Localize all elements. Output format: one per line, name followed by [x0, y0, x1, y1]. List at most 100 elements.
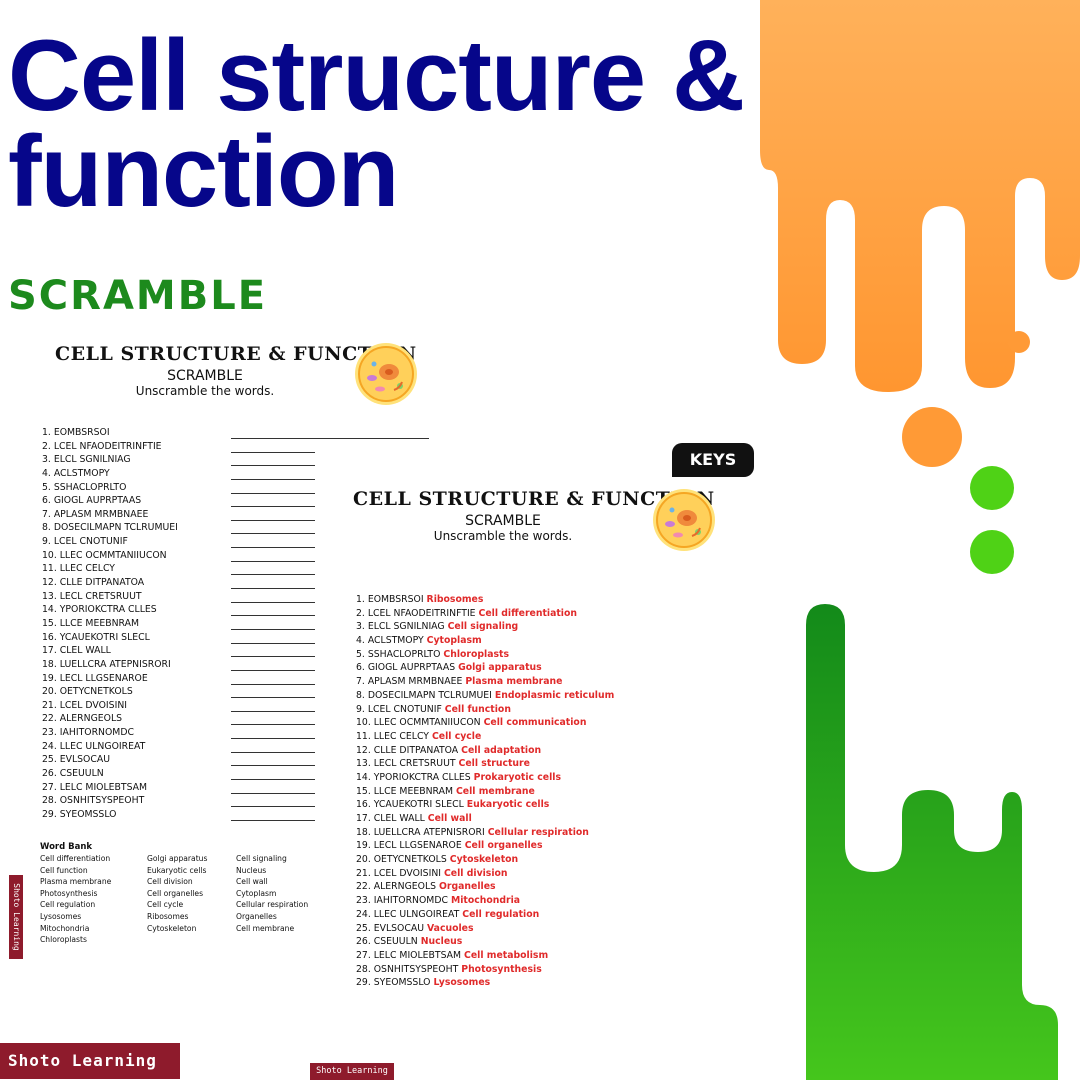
- answer-key-item: 20. OETYCNETKOLS Cytoskeleton: [356, 853, 614, 867]
- answer-blank-line: [231, 588, 315, 590]
- scrambled-word: 24. LLEC ULNGOIREAT: [356, 908, 460, 920]
- worksheet-item: 4. ACLSTMOPY: [42, 467, 315, 481]
- answer-key-item: 27. LELC MIOLEBTSAM Cell metabolism: [356, 949, 614, 963]
- scrambled-word: 24. LLEC ULNGOIREAT: [42, 740, 146, 752]
- scrambled-word: 3. ELCL SGNILNIAG: [356, 621, 445, 633]
- scrambled-word: 2. LCEL NFAODEITRINFTIE: [356, 607, 476, 619]
- scrambled-word: 17. CLEL WALL: [356, 813, 425, 824]
- worksheet-item: 20. OETYCNETKOLS: [42, 685, 315, 699]
- scrambled-word: 23. IAHITORNOMDC: [42, 727, 134, 739]
- answer-key-item: 16. YCAUEKOTRI SLECL Eukaryotic cells: [356, 798, 614, 812]
- answer-key-item: 29. SYEOMSSLO Lysosomes: [356, 976, 614, 990]
- brand-label-large: Shoto Learning: [0, 1043, 180, 1079]
- answer-key-item: 13. LECL CRETSRUUT Cell structure: [356, 757, 614, 771]
- worksheet-item: 7. APLASM MRMBNAEE: [42, 508, 315, 522]
- cell-illustration-icon: [355, 343, 417, 405]
- answer-key-item: 24. LLEC ULNGOIREAT Cell regulation: [356, 908, 614, 922]
- answer-blank-line: [231, 478, 315, 480]
- brand-vertical-text: Shoto Learning: [12, 883, 21, 951]
- worksheet-item: 13. LECL CRETSRUUT: [42, 590, 315, 604]
- answer-key-item: 4. ACLSTMOPY Cytoplasm: [356, 634, 614, 648]
- scrambled-word: 1. EOMBSRSOI: [42, 427, 110, 438]
- answer-text: Cell regulation: [462, 908, 540, 920]
- scrambled-word: 16. YCAUEKOTRI SLECL: [42, 631, 150, 643]
- worksheet-header: CELL STRUCTURE & FUNCTION SCRAMBLE Unscr…: [55, 343, 417, 398]
- scrambled-word: 29. SYEOMSSLO: [42, 808, 117, 820]
- scrambled-word: 5. SSHACLOPRLTO: [42, 481, 127, 493]
- scrambled-word: 18. LUELLCRA ATEPNISRORI: [42, 658, 171, 670]
- word-bank-item: Cell wall: [236, 877, 268, 887]
- answer-text: Cell organelles: [464, 840, 543, 852]
- answer-text: Cell function: [444, 703, 511, 715]
- answer-text: Nucleus: [420, 936, 463, 948]
- page-title: Cell structure & function: [8, 20, 745, 228]
- worksheet-item: 26. CSEUULN: [42, 767, 315, 781]
- scrambled-word: 26. CSEUULN: [42, 768, 104, 780]
- answer-blank-line: [231, 683, 315, 685]
- answer-text: Ribosomes: [426, 594, 484, 605]
- answer-key-item: 6. GIOGL AUPRPTAAS Golgi apparatus: [356, 661, 614, 675]
- scrambled-word: 21. LCEL DVOISINI: [356, 867, 442, 879]
- scrambled-word: 9. LCEL CNOTUNIF: [42, 536, 128, 548]
- worksheet-item: 8. DOSECILMAPN TCLRUMUEI: [42, 521, 315, 535]
- scrambled-word: 8. DOSECILMAPN TCLRUMUEI: [42, 522, 178, 534]
- scrambled-word: 16. YCAUEKOTRI SLECL: [356, 799, 464, 811]
- scrambled-word: 2. LCEL NFAODEITRINFTIE: [42, 440, 162, 452]
- worksheet-item: 28. OSNHITSYSPEOHT: [42, 794, 315, 808]
- brand-label-small: Shoto Learning: [310, 1063, 394, 1080]
- scrambled-word: 7. APLASM MRMBNAEE: [42, 508, 149, 520]
- brand-label-vertical: Shoto Learning: [9, 875, 23, 959]
- scrambled-word: 4. ACLSTMOPY: [42, 467, 110, 479]
- worksheet-item: 29. SYEOMSSLO: [42, 808, 315, 822]
- word-bank-item: Golgi apparatus: [147, 854, 208, 863]
- answer-blank-line: [231, 560, 315, 562]
- answer-key-item: 18. LUELLCRA ATEPNISRORI Cellular respir…: [356, 826, 614, 840]
- answer-blank-line: [231, 710, 315, 712]
- worksheet-item: 19. LECL LLGSENAROE: [42, 672, 315, 686]
- word-bank-item: Plasma membrane: [40, 877, 112, 887]
- answer-blank-line: [231, 519, 315, 521]
- keys-badge: KEYS: [672, 443, 754, 477]
- worksheet-item: 1. EOMBSRSOI: [42, 426, 429, 440]
- scrambled-word: 22. ALERNGEOLS: [356, 881, 437, 893]
- scrambled-word: 13. LECL CRETSRUUT: [356, 758, 456, 770]
- answer-text: Cell wall: [427, 813, 472, 824]
- answer-text: Endoplasmic reticulum: [494, 689, 615, 701]
- answer-key-item: 23. IAHITORNOMDC Mitochondria: [356, 894, 614, 908]
- scrambled-word: 6. GIOGL AUPRPTAAS: [356, 662, 456, 674]
- worksheet-item: 11. LLEC CELCY: [42, 562, 315, 576]
- scrambled-word: 10. LLEC OCMMTANIIUCON: [42, 549, 167, 561]
- answer-blank-line: [231, 465, 315, 467]
- answer-blank-line: [231, 751, 315, 753]
- answer-text: Cytoplasm: [426, 635, 482, 647]
- answer-blank-line: [231, 451, 315, 453]
- answer-key-item: 21. LCEL DVOISINI Cell division: [356, 867, 614, 881]
- answer-text: Cell differentiation: [478, 607, 577, 619]
- answer-key-item: 15. LLCE MEEBNRAM Cell membrane: [356, 785, 614, 799]
- worksheet-item: 22. ALERNGEOLS: [42, 712, 315, 726]
- scrambled-word: 28. OSNHITSYSPEOHT: [42, 795, 145, 807]
- answer-blank-line: [231, 765, 315, 767]
- answer-key-item: 28. OSNHITSYSPEOHT Photosynthesis: [356, 963, 614, 977]
- word-bank-item: Organelles: [236, 911, 277, 921]
- worksheet-item: 17. CLEL WALL: [42, 644, 315, 658]
- word-bank-item: Photosynthesis: [40, 888, 98, 898]
- worksheet-heading: CELL STRUCTURE & FUNCTION: [55, 343, 417, 365]
- scrambled-word: 5. SSHACLOPRLTO: [356, 648, 441, 660]
- scrambled-word: 18. LUELLCRA ATEPNISRORI: [356, 826, 485, 838]
- worksheet-item: 21. LCEL DVOISINI: [42, 699, 315, 713]
- word-bank-title: Word Bank: [40, 842, 93, 852]
- scrambled-word: 12. CLLE DITPANATOA: [356, 744, 459, 756]
- answer-key-item: 7. APLASM MRMBNAEE Plasma membrane: [356, 675, 614, 689]
- scrambled-word: 10. LLEC OCMMTANIIUCON: [356, 717, 481, 729]
- word-bank-item: Cellular respiration: [236, 900, 309, 910]
- worksheet-item: 15. LLCE MEEBNRAM: [42, 617, 315, 631]
- answer-blank-line: [231, 533, 315, 535]
- scrambled-word: 12. CLLE DITPANATOA: [42, 577, 145, 589]
- scrambled-word: 11. LLEC CELCY: [356, 730, 429, 742]
- keys-subheading: SCRAMBLE: [465, 513, 541, 529]
- worksheet-item: 25. EVLSOCAU: [42, 753, 315, 767]
- worksheet-item: 9. LCEL CNOTUNIF: [42, 535, 315, 549]
